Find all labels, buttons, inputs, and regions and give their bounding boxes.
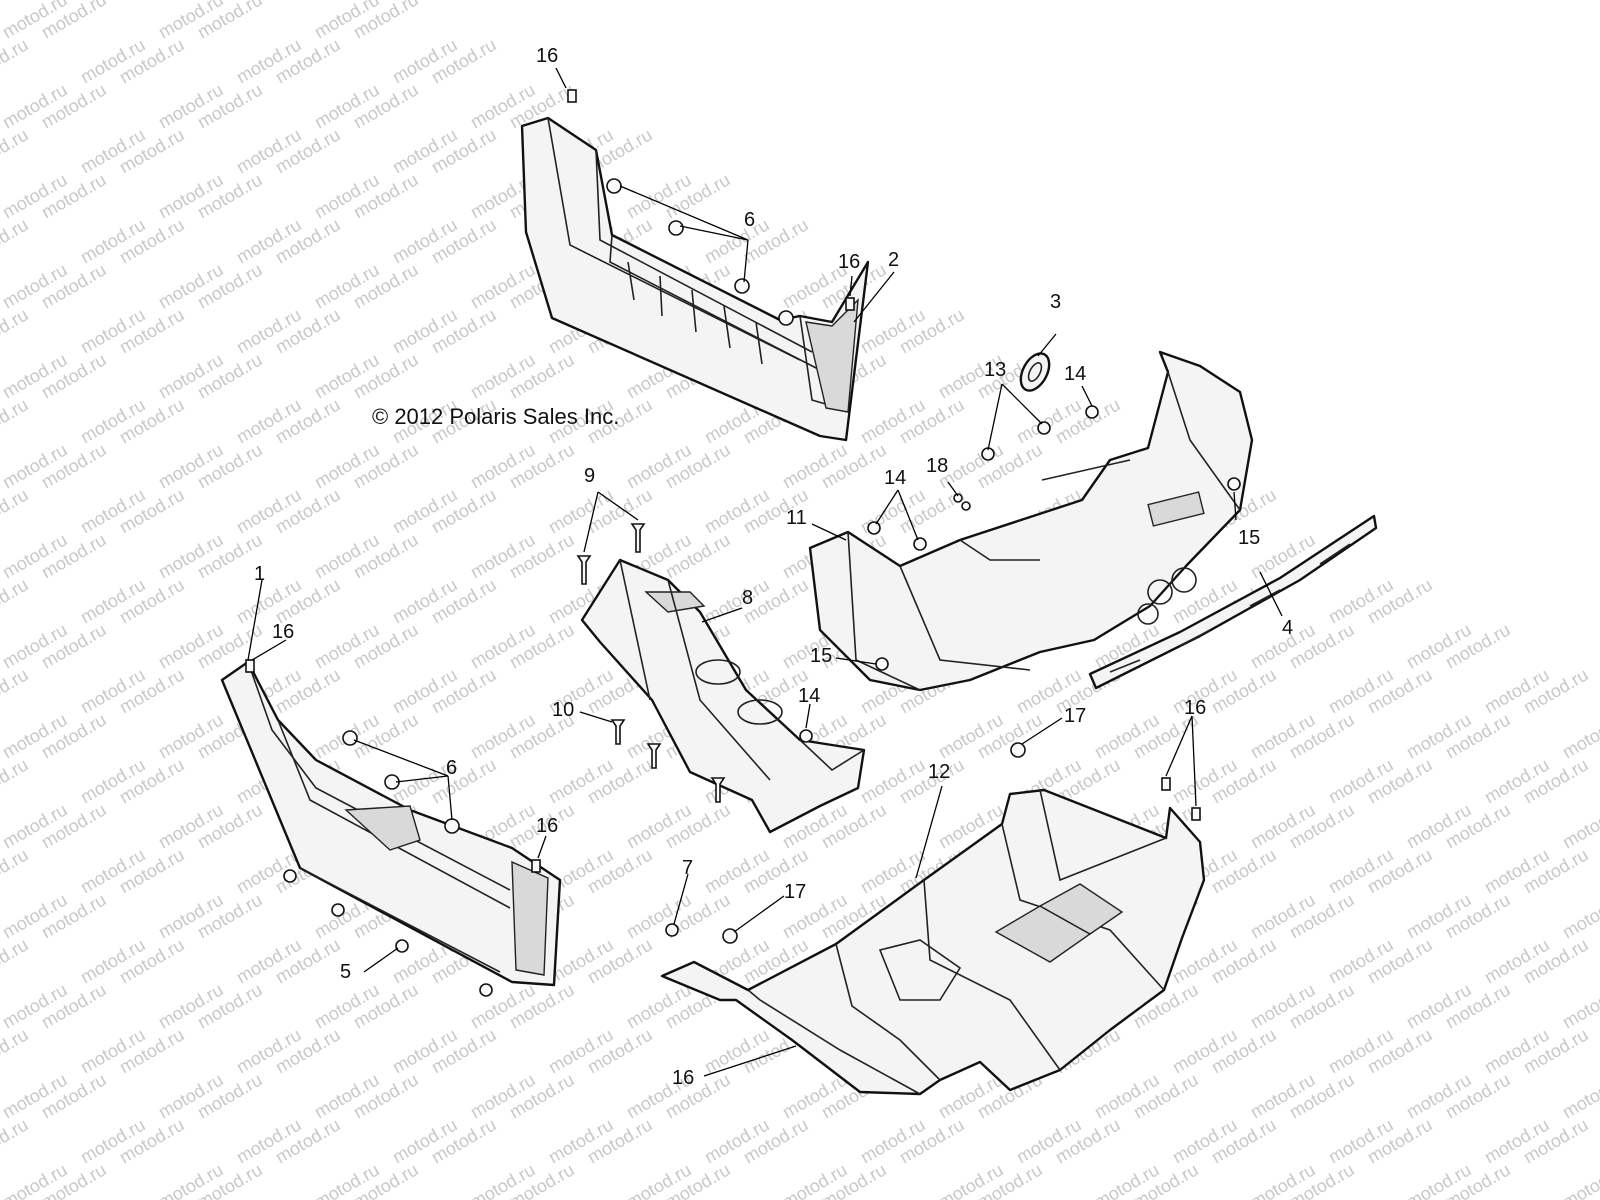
callout-14-console: 14 (798, 685, 821, 707)
screw-18-a (953, 493, 963, 503)
pin-9-b (630, 523, 646, 553)
callout-7: 7 (682, 857, 694, 879)
screw-18-b (961, 501, 971, 511)
rivet-6-upper-c (734, 278, 750, 294)
screw-10-a (610, 719, 626, 745)
callout-15-mid: 15 (810, 645, 833, 667)
rivet-6-upper-d (778, 310, 794, 326)
callout-1: 1 (254, 563, 266, 585)
callout-18: 18 (926, 455, 949, 477)
rivet-6-upper-b (668, 220, 684, 236)
bolt-5-c (395, 939, 409, 953)
callout-16-bottom: 16 (672, 1067, 695, 1089)
callout-17-right: 17 (1064, 705, 1087, 727)
clip-16-top (567, 89, 577, 103)
callout-14-right: 14 (1064, 363, 1087, 385)
fastener-14-mid-a (867, 521, 881, 535)
callout-17-left: 17 (784, 881, 807, 903)
leader-lines (247, 67, 1283, 1077)
callout-2: 2 (888, 249, 900, 271)
rivet-6-lower-c (444, 818, 460, 834)
copyright-notice: © 2012 Polaris Sales Inc. (372, 404, 620, 429)
rivet-17-right (1010, 742, 1026, 758)
callout-13: 13 (984, 359, 1007, 381)
rivet-17-left (722, 928, 738, 944)
callout-16-upper-right: 16 (838, 251, 861, 273)
callout-15-right: 15 (1238, 527, 1261, 549)
part-3-plug (1019, 352, 1051, 392)
callout-16-left: 16 (272, 621, 295, 643)
clip-16-right-b (1191, 807, 1201, 821)
bolt-5-b (331, 903, 345, 917)
callout-16-top: 16 (536, 45, 559, 67)
part-12-floor-pan (660, 788, 1206, 1096)
part-2-upper-rocker-panel (520, 116, 870, 442)
callout-4: 4 (1282, 617, 1294, 639)
clip-16-lower-left (531, 859, 541, 873)
clip-16-left (245, 659, 255, 673)
screw-7 (665, 923, 679, 937)
clip-16-right-a (1161, 777, 1171, 791)
clip-16-upper-right (845, 297, 855, 311)
fastener-15-mid (875, 657, 889, 671)
screw-10-b (646, 743, 662, 769)
part-1-lower-rocker-panel (220, 660, 562, 987)
rivet-6-upper-a (606, 178, 622, 194)
callout-14-mid: 14 (884, 467, 907, 489)
fastener-14-console (799, 729, 813, 743)
fasteners (245, 89, 1241, 997)
callout-6-lower: 6 (446, 757, 458, 779)
callout-16-lower-left: 16 (536, 815, 559, 837)
fastener-15-right (1227, 477, 1241, 491)
part-8-center-console (580, 558, 866, 834)
pin-9-a (576, 555, 592, 585)
part-11-dash-panel (808, 350, 1254, 692)
part-4-seal-strip (1088, 514, 1378, 690)
fastener-14-mid-b (913, 537, 927, 551)
fastener-14-right (1085, 405, 1099, 419)
callout-10: 10 (552, 699, 575, 721)
grommet-13-b (1037, 421, 1051, 435)
callout-6-upper: 6 (744, 209, 756, 231)
rivet-6-lower-a (342, 730, 358, 746)
callout-5: 5 (340, 961, 352, 983)
screw-10-c (710, 777, 726, 803)
callout-8: 8 (742, 587, 754, 609)
callout-16-right: 16 (1184, 697, 1207, 719)
callout-9: 9 (584, 465, 596, 487)
callout-12: 12 (928, 761, 951, 783)
bolt-5-a (283, 869, 297, 883)
callout-3: 3 (1050, 291, 1062, 313)
bolt-5-d (479, 983, 493, 997)
callout-11: 11 (786, 507, 807, 529)
